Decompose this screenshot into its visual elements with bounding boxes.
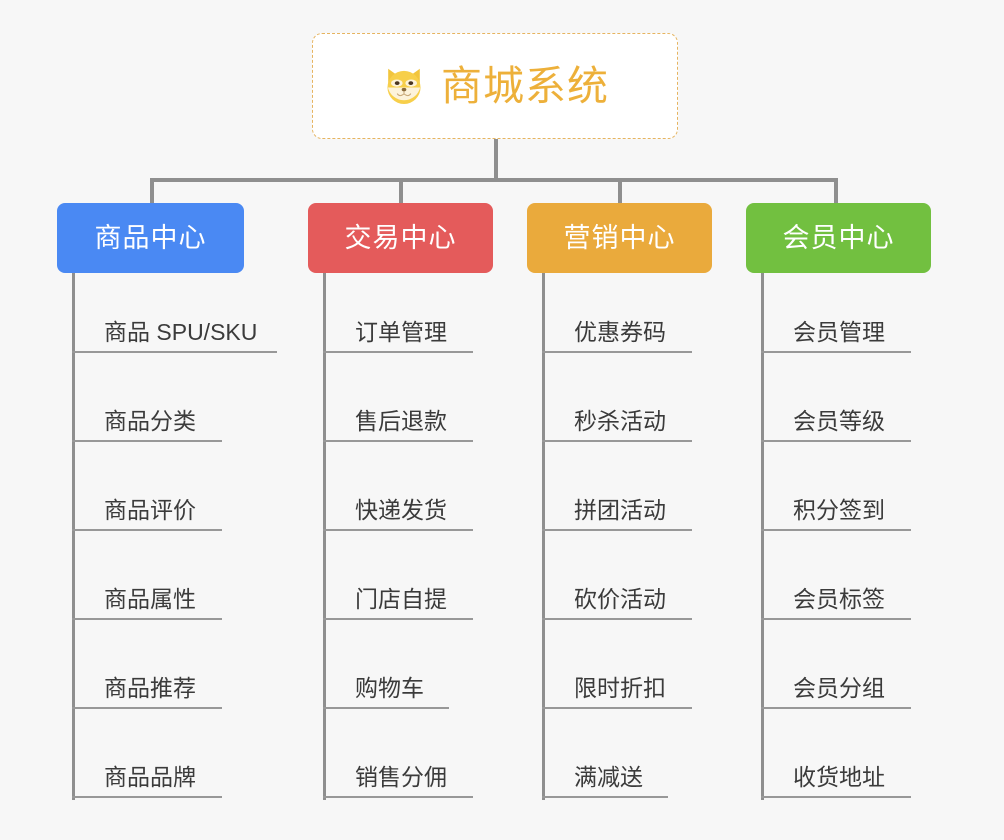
leaf-item-underline (542, 529, 692, 531)
leaf-item-label: 会员等级 (793, 408, 885, 434)
leaf-item-underline (72, 618, 222, 620)
connector-drop-1 (150, 178, 154, 206)
leaf-item-underline (323, 618, 473, 620)
connector-drop-3 (618, 178, 622, 206)
category-header-2[interactable]: 交易中心 (308, 203, 493, 273)
leaf-item-underline (761, 351, 911, 353)
category-header-label: 会员中心 (782, 222, 895, 253)
category-header-label: 交易中心 (344, 222, 457, 253)
leaf-item-underline (542, 351, 692, 353)
leaf-item-underline (323, 796, 473, 798)
leaf-item-label: 快递发货 (355, 497, 447, 523)
leaf-item-label: 售后退款 (355, 408, 447, 434)
connector-drop-4 (834, 178, 838, 206)
shiba-dog-face-icon (387, 68, 421, 104)
leaf-item-underline (761, 440, 911, 442)
leaf-item-label: 积分签到 (793, 497, 885, 523)
leaf-item-underline (323, 529, 473, 531)
leaf-item-underline (761, 618, 911, 620)
leaf-item-label: 满减送 (574, 764, 643, 790)
leaf-item-underline (72, 529, 222, 531)
column-spine (542, 273, 545, 800)
leaf-item-label: 秒杀活动 (574, 408, 666, 434)
category-header-1[interactable]: 商品中心 (57, 203, 244, 273)
leaf-item-label: 会员分组 (793, 675, 885, 701)
leaf-item-underline (761, 796, 911, 798)
leaf-item-underline (542, 440, 692, 442)
leaf-item-label: 商品评价 (104, 497, 196, 523)
leaf-item-label: 优惠券码 (574, 319, 666, 345)
connector-drop-2 (399, 178, 403, 206)
category-header-label: 商品中心 (94, 222, 207, 253)
category-header-label: 营销中心 (563, 222, 676, 253)
category-header-3[interactable]: 营销中心 (527, 203, 712, 273)
leaf-item-label: 会员管理 (793, 319, 885, 345)
column-spine (72, 273, 75, 800)
connector-bus (150, 178, 838, 182)
leaf-item-label: 门店自提 (355, 586, 447, 612)
leaf-item-underline (72, 707, 222, 709)
leaf-item-underline (542, 796, 668, 798)
leaf-item-label: 拼团活动 (574, 497, 666, 523)
leaf-item-label: 商品 SPU/SKU (104, 319, 258, 345)
column-spine (761, 273, 764, 800)
leaf-item-underline (761, 529, 911, 531)
leaf-item-underline (323, 351, 473, 353)
leaf-item-label: 砍价活动 (574, 586, 666, 612)
leaf-item-label: 商品分类 (104, 408, 196, 434)
leaf-item-label: 订单管理 (355, 319, 447, 345)
leaf-item-label: 商品推荐 (104, 675, 196, 701)
leaf-item-underline (72, 796, 222, 798)
leaf-item-label: 收货地址 (793, 764, 885, 790)
category-header-4[interactable]: 会员中心 (746, 203, 931, 273)
leaf-item-underline (542, 707, 692, 709)
leaf-item-underline (542, 618, 692, 620)
leaf-item-label: 会员标签 (793, 586, 885, 612)
column-spine (323, 273, 326, 800)
connector-root-stem (494, 139, 498, 181)
leaf-item-underline (323, 707, 449, 709)
leaf-item-label: 购物车 (355, 675, 424, 701)
root-title: 商城系统 (441, 62, 609, 109)
leaf-item-underline (72, 440, 222, 442)
leaf-item-label: 商品品牌 (104, 764, 196, 790)
leaf-item-label: 销售分佣 (355, 764, 447, 790)
leaf-item-underline (72, 351, 277, 353)
leaf-item-underline (761, 707, 911, 709)
leaf-item-label: 商品属性 (104, 586, 196, 612)
root-node[interactable]: 商城系统 (312, 33, 678, 139)
leaf-item-underline (323, 440, 473, 442)
leaf-item-label: 限时折扣 (574, 675, 666, 701)
